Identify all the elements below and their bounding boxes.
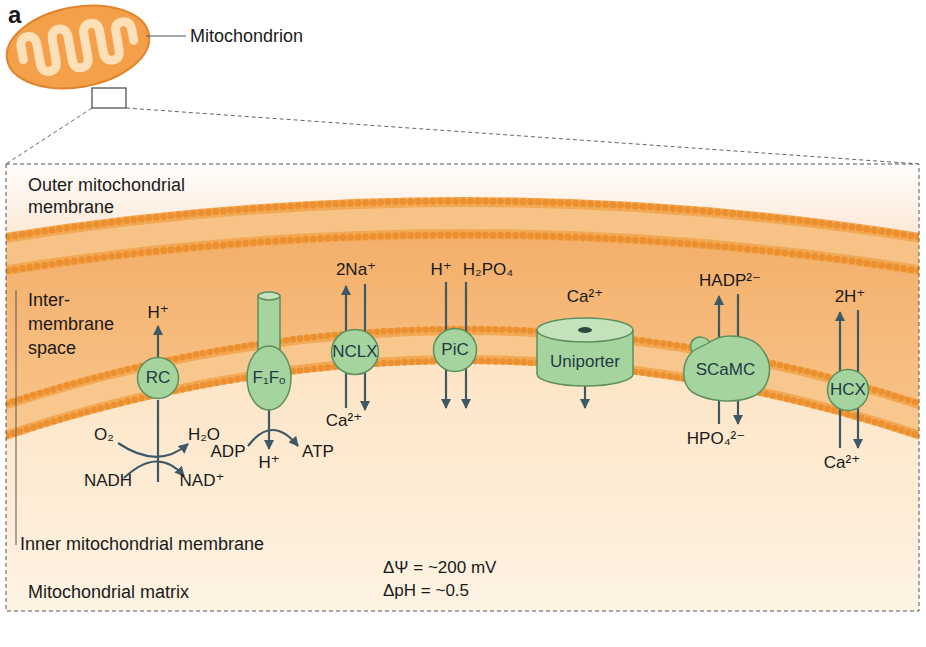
ion-label: H⁺: [147, 302, 168, 323]
parameter-label: ΔpH = ~0.5: [383, 580, 469, 601]
ion-label: 2H⁺: [835, 286, 866, 307]
ion-label: HADP²⁻: [699, 270, 761, 291]
lobe-line: [692, 342, 710, 352]
region-label: Inner mitochondrial membrane: [20, 534, 264, 555]
region-label: Inter- membrane space: [28, 288, 123, 360]
mitochondrion-icon: [0, 0, 156, 99]
zoom-line: [126, 108, 919, 164]
cylinder-side: [536, 330, 538, 374]
node-outline: [246, 290, 292, 412]
cylinder-side: [632, 330, 634, 374]
atp-synthase: F₁Fₒ: [246, 290, 292, 412]
stalk: [258, 296, 280, 350]
cristae: [19, 17, 137, 78]
molecule-label: NAD⁺: [180, 470, 225, 491]
protein-name: SCaMC: [678, 360, 773, 380]
protein-name: RC: [136, 368, 180, 388]
mitochondrion-outer: [0, 0, 156, 99]
protein-name: PiC: [432, 340, 478, 360]
ion-label: H₂PO₄: [463, 259, 513, 280]
lipid-heads: [6, 329, 919, 406]
membrane-section: [6, 164, 919, 611]
pore: [578, 327, 592, 333]
molecule-label: H₂O: [188, 424, 220, 445]
panel-letter: a: [8, 4, 21, 25]
flux-arrow: [584, 384, 586, 408]
stalk-top: [258, 292, 280, 300]
molecule-label: O₂: [94, 424, 114, 445]
respiratory-chain: RC: [136, 356, 180, 400]
reaction-arrow: [124, 461, 184, 478]
ion-label: Ca²⁺: [326, 410, 362, 431]
ion-label: HPO₄²⁻: [687, 428, 745, 449]
reaction-arrow: [118, 443, 188, 457]
channel-cylinder: Uniporter: [536, 316, 634, 388]
parameter-label: ΔΨ = ~200 mV: [383, 557, 496, 578]
flux-arrow: [157, 326, 159, 357]
ion-label: Ca²⁺: [824, 452, 860, 473]
protein-body: [247, 346, 291, 410]
region-label: Outer mitochondrial membrane: [28, 174, 218, 218]
protein-name: Uniporter: [536, 352, 634, 372]
exchanger-circle: HCX: [826, 368, 870, 412]
flux-arrows: [118, 282, 858, 482]
molecule-label: NADH: [84, 470, 132, 491]
zoom-frame: [92, 88, 126, 108]
carrier-circle: PiC: [432, 327, 478, 373]
molecule-label: ATP: [302, 441, 334, 462]
cytosol-region: [6, 164, 919, 255]
reaction-arrow: [248, 430, 298, 446]
region-label: Mitochondrial matrix: [28, 582, 189, 603]
ion-label: Ca²⁺: [567, 286, 603, 307]
carrier-blob: SCaMC: [678, 330, 773, 402]
inset-frame: [6, 164, 919, 611]
flux-line: [157, 400, 159, 482]
zoom-line: [6, 108, 92, 164]
intermembrane-region: [6, 164, 919, 422]
ion-label: H⁺: [430, 259, 451, 280]
bracket-line: [16, 290, 17, 545]
callout-label: Mitochondrion: [190, 26, 303, 47]
lipid-heads: [6, 235, 919, 272]
protein-name: HCX: [826, 380, 870, 400]
cylinder-top: [537, 318, 633, 342]
leader-line: [146, 35, 186, 36]
ion-label: 2Na⁺: [336, 259, 376, 280]
protein-name: F₁Fₒ: [246, 368, 292, 388]
molecule-label: ADP: [211, 441, 246, 462]
ion-label: H⁺: [258, 452, 279, 473]
flux-arrow: [268, 405, 270, 449]
protein-name: NCLX: [330, 342, 380, 362]
exchanger-circle: NCLX: [330, 328, 380, 376]
